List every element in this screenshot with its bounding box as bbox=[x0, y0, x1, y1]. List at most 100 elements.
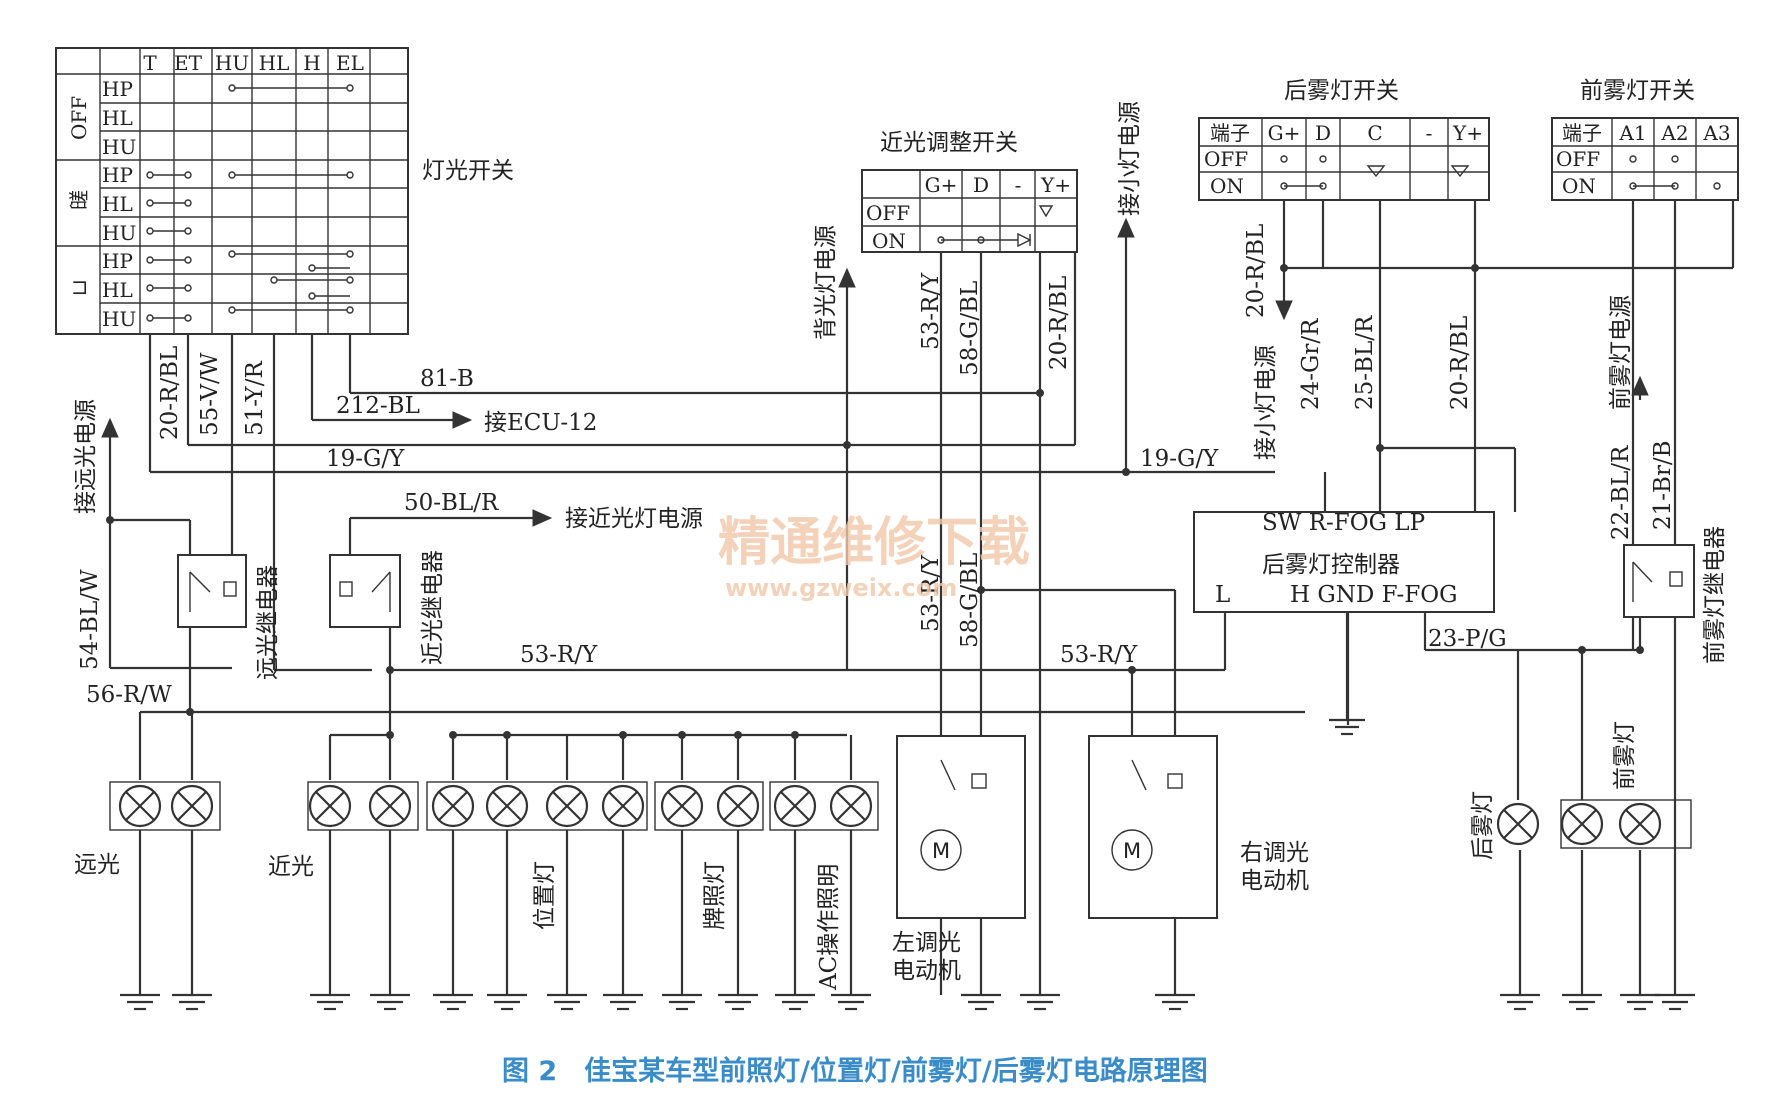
wire-label: 81-B bbox=[420, 366, 474, 392]
lamp-icon bbox=[431, 784, 475, 828]
figure-caption: 图 2 佳宝某车型前照灯/位置灯/前雾灯/后雾灯电路原理图 bbox=[502, 1055, 1208, 1087]
ground-icon bbox=[1155, 993, 1195, 1011]
col-label: T bbox=[143, 51, 157, 75]
wire-label: 56-R/W bbox=[86, 682, 172, 708]
high-relay-label: 远光继电器 bbox=[255, 565, 281, 680]
lamp-labels: 远光 近光 位置灯 牌照灯 AC操作照明 后雾灯 前雾灯 bbox=[74, 721, 1638, 991]
wire-label: 24-Gr/R bbox=[1298, 318, 1324, 410]
wire-label: 53-R/Y bbox=[918, 554, 944, 632]
row-label: HL bbox=[102, 192, 133, 216]
lamp-label-ac: AC操作照明 bbox=[816, 864, 842, 991]
col-label: Y+ bbox=[1040, 173, 1071, 197]
col-label: EL bbox=[336, 51, 364, 75]
ground-icon bbox=[172, 993, 212, 1011]
lamp-icon bbox=[485, 784, 529, 828]
ground-icon bbox=[370, 993, 410, 1011]
ground-icon bbox=[1562, 993, 1602, 1011]
lamp-icon bbox=[1496, 802, 1540, 846]
rear-fog-controller bbox=[1193, 511, 1495, 613]
wire-label: 51-Y/R bbox=[242, 361, 268, 436]
col-label: - bbox=[1015, 173, 1022, 197]
mode-label: OFF bbox=[67, 96, 91, 140]
lamp-icon bbox=[308, 784, 352, 828]
col-label: H bbox=[303, 51, 320, 75]
lamp-icon bbox=[601, 784, 645, 828]
right-motor-label: 右调光电动机 bbox=[1240, 840, 1309, 894]
junctions bbox=[106, 264, 1644, 764]
lamp-icon bbox=[660, 784, 704, 828]
col-label: D bbox=[973, 173, 989, 197]
wire-label: 53-R/Y bbox=[520, 642, 598, 668]
wire-label: 22-BL/R bbox=[1608, 445, 1634, 540]
mode-label: 䑘 bbox=[67, 190, 91, 210]
wire-label: 20-R/BL bbox=[1243, 224, 1269, 318]
wire-label: 58-G/BL bbox=[957, 281, 983, 376]
ground-icon bbox=[1500, 993, 1540, 1011]
wire-label: 53-R/Y bbox=[1060, 642, 1138, 668]
lamp-label-rear-fog: 后雾灯 bbox=[1470, 791, 1496, 860]
front-fog-switch: 端子 A1 A2 A3 OFF ON 前雾灯开关 bbox=[1551, 78, 1739, 201]
switch-contacts bbox=[146, 84, 354, 322]
watermark-title: 精通维修下载 bbox=[718, 513, 1030, 573]
col-label: 端子 bbox=[1562, 121, 1602, 145]
watermark-url: www.gzweix.com bbox=[725, 574, 957, 602]
lamp-icon bbox=[368, 784, 412, 828]
lamp-icon bbox=[829, 784, 873, 828]
frontfog-power-label: 前雾灯电源 bbox=[1608, 295, 1634, 410]
lamp-icon bbox=[170, 784, 214, 828]
lamp-label-low: 近光 bbox=[268, 854, 314, 880]
front-fog-relay-label: 前雾灯继电器 bbox=[1702, 526, 1728, 664]
light-switch-table: T ET HU HL H EL OFF 䑘 ⊔ HP HL HU HP HL H… bbox=[55, 47, 514, 335]
lamp-label-position: 位置灯 bbox=[532, 861, 558, 930]
col-label: A1 bbox=[1618, 121, 1646, 145]
row-label: HL bbox=[102, 106, 133, 130]
lamp-icon bbox=[1560, 802, 1604, 846]
dimmer-title: 近光调整开关 bbox=[880, 130, 1018, 156]
row-label: HU bbox=[102, 135, 136, 159]
wire-label: 21-Br/B bbox=[1650, 440, 1676, 530]
wire-label: 55-V/W bbox=[197, 352, 223, 436]
col-label: G+ bbox=[1268, 121, 1301, 145]
ground-icon bbox=[831, 993, 871, 1011]
ecu-label: 接ECU-12 bbox=[484, 410, 597, 436]
controller-l-label: L bbox=[1215, 582, 1230, 608]
lamp-icon bbox=[118, 784, 162, 828]
col-label: G+ bbox=[925, 173, 958, 197]
dimmer-switch: G+ D - Y+ OFF ON 近光调整开关 bbox=[861, 130, 1078, 253]
wire-label: 25-BL/R bbox=[1352, 315, 1378, 410]
col-label: D bbox=[1315, 121, 1331, 145]
row-label: ON bbox=[1210, 174, 1244, 198]
left-motor-label: 左调光电动机 bbox=[892, 930, 961, 984]
wire-label: 20-R/BL bbox=[1046, 276, 1072, 370]
col-label: HL bbox=[259, 51, 290, 75]
row-label: OFF bbox=[866, 201, 910, 225]
mode-label: ⊔ bbox=[67, 279, 91, 296]
col-label: C bbox=[1367, 121, 1382, 145]
row-label: HP bbox=[102, 77, 133, 101]
wire-label: 54-BL/W bbox=[77, 569, 103, 670]
ground-icon bbox=[547, 993, 587, 1011]
ground-icon bbox=[961, 993, 1001, 1011]
row-label: OFF bbox=[1556, 147, 1600, 171]
col-label: A3 bbox=[1702, 121, 1730, 145]
rear-fog-title: 后雾灯开关 bbox=[1284, 78, 1399, 104]
col-label: ET bbox=[174, 51, 203, 75]
lamp-icon bbox=[773, 784, 817, 828]
low-relay-label: 近光继电器 bbox=[420, 550, 446, 665]
col-label: Y+ bbox=[1452, 121, 1483, 145]
lamp-label-front-fog: 前雾灯 bbox=[1612, 721, 1638, 790]
row-label: ON bbox=[872, 229, 906, 253]
wire-labels: 81-B 212-BL 接ECU-12 19-G/Y 19-G/Y 50-BL/… bbox=[73, 101, 1676, 708]
front-fog-title: 前雾灯开关 bbox=[1580, 78, 1695, 104]
backlight-power-label: 背光灯电源 bbox=[813, 225, 839, 340]
ground-icon bbox=[662, 993, 702, 1011]
col-label: A2 bbox=[1660, 121, 1688, 145]
lamp-icon bbox=[1618, 802, 1662, 846]
controller-bottom-label: H GND F-FOG bbox=[1290, 582, 1458, 608]
ground-icon bbox=[603, 993, 643, 1011]
motors bbox=[896, 735, 1218, 919]
wire-label: 212-BL bbox=[336, 393, 420, 419]
ground-icon bbox=[1620, 993, 1660, 1011]
